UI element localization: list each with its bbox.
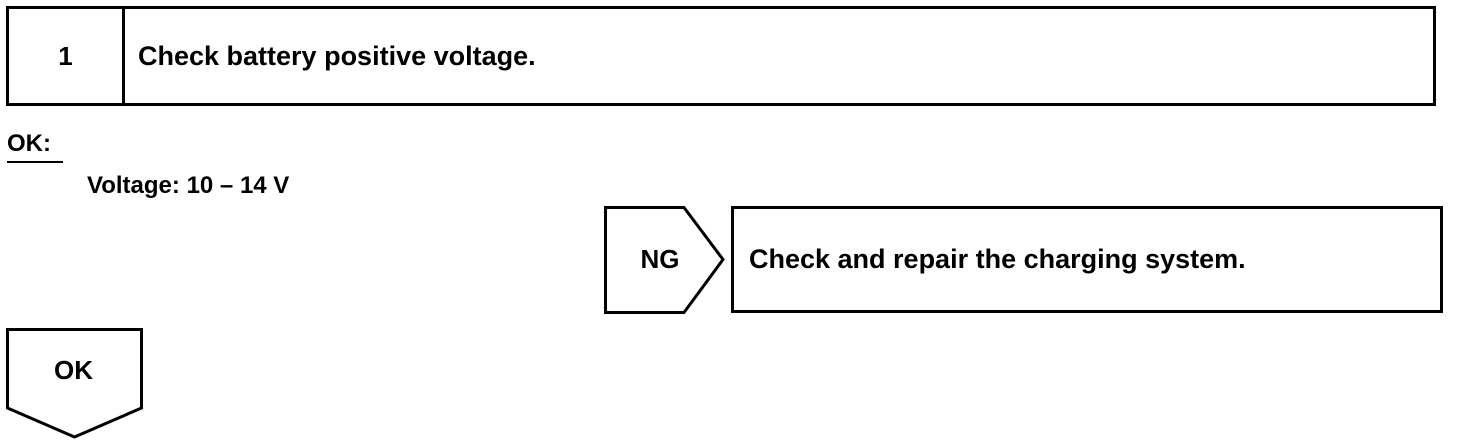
ok-arrow-icon bbox=[6, 328, 143, 439]
ok-spec-underline bbox=[7, 161, 63, 163]
ng-arrow-icon bbox=[604, 206, 725, 314]
ng-action-box: Check and repair the charging system. bbox=[731, 206, 1443, 313]
step-number: 1 bbox=[9, 9, 125, 103]
ng-label: NG bbox=[640, 244, 680, 274]
voltage-spec: Voltage: 10 – 14 V bbox=[87, 172, 290, 199]
step-header: 1 Check battery positive voltage. bbox=[6, 6, 1436, 106]
step-title: Check battery positive voltage. bbox=[138, 40, 536, 71]
ok-spec-label: OK: bbox=[7, 130, 51, 157]
ok-arrow-label: OK bbox=[54, 355, 93, 385]
